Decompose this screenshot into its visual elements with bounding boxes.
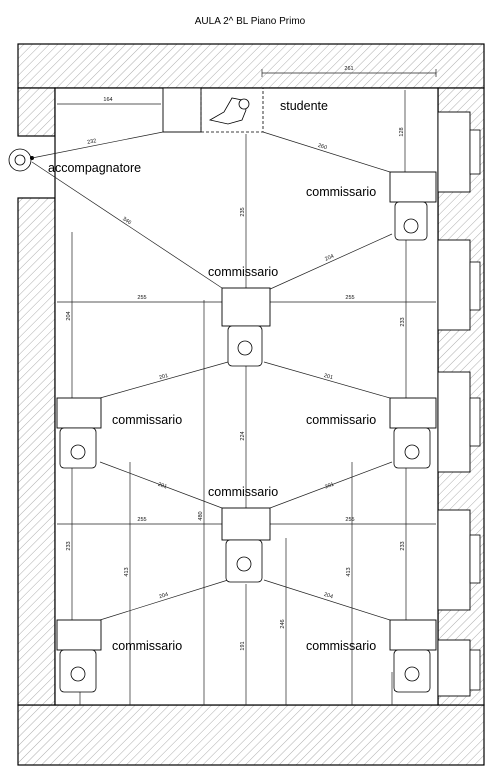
student-desk: [162, 87, 202, 133]
left-wall-upper: [17, 87, 56, 137]
svg-text:413: 413: [124, 567, 130, 576]
commissario-station-bottom-right: commissario: [306, 619, 437, 693]
svg-text:260: 260: [317, 143, 328, 151]
svg-text:480: 480: [198, 511, 204, 520]
svg-text:255: 255: [137, 295, 146, 301]
svg-text:201: 201: [323, 373, 333, 381]
svg-text:commissario: commissario: [306, 413, 376, 427]
student-label: studente: [280, 99, 328, 113]
svg-text:204: 204: [158, 592, 169, 600]
bottom-wall: [17, 704, 485, 766]
svg-text:413: 413: [346, 567, 352, 576]
commissario-station-top-right: commissario: [306, 171, 437, 241]
svg-text:201: 201: [158, 373, 168, 381]
svg-text:204: 204: [66, 311, 72, 320]
dimension-128: 128: [399, 90, 406, 172]
svg-text:164: 164: [103, 97, 112, 103]
svg-text:commissario: commissario: [306, 639, 376, 653]
svg-text:346: 346: [121, 216, 132, 226]
commissario-station-center-lower: commissario: [208, 485, 278, 583]
svg-text:commissario: commissario: [306, 185, 376, 199]
commissario-station-mid-left: commissario: [56, 397, 182, 469]
left-wall-lower: [17, 197, 56, 706]
room-floor: [54, 87, 439, 706]
svg-text:233: 233: [66, 541, 72, 550]
svg-text:255: 255: [137, 517, 146, 523]
accompagnatore-area: accompagnatore: [8, 148, 141, 175]
svg-text:224: 224: [240, 431, 246, 440]
svg-text:246: 246: [280, 619, 286, 628]
commissario-station-mid-right: commissario: [306, 397, 437, 469]
svg-text:commissario: commissario: [112, 413, 182, 427]
plan-title: AULA 2^ BL Piano Primo: [195, 16, 306, 27]
commissario-station-bottom-left: commissario: [56, 619, 182, 693]
svg-text:255: 255: [345, 517, 354, 523]
svg-text:191: 191: [240, 641, 246, 650]
svg-text:201: 201: [324, 482, 335, 491]
svg-text:commissario: commissario: [208, 265, 278, 279]
svg-text:204: 204: [324, 253, 335, 262]
top-wall: [17, 43, 485, 89]
dimension-164: 164: [57, 97, 161, 105]
svg-text:commissario: commissario: [208, 485, 278, 499]
svg-text:233: 233: [400, 541, 406, 550]
svg-text:233: 233: [400, 317, 406, 326]
svg-text:255: 255: [345, 295, 354, 301]
svg-text:261: 261: [344, 66, 353, 72]
svg-text:232: 232: [87, 138, 97, 146]
commissario-station-center-upper: commissario: [208, 265, 278, 367]
svg-text:235: 235: [240, 207, 246, 216]
student-area: studente: [162, 87, 328, 133]
dimension-261: 261: [261, 66, 437, 77]
svg-text:201: 201: [157, 482, 168, 491]
svg-text:128: 128: [399, 127, 405, 136]
accompagnatore-label: accompagnatore: [48, 161, 141, 175]
svg-text:204: 204: [323, 592, 334, 600]
svg-text:commissario: commissario: [112, 639, 182, 653]
windows: [437, 111, 481, 697]
